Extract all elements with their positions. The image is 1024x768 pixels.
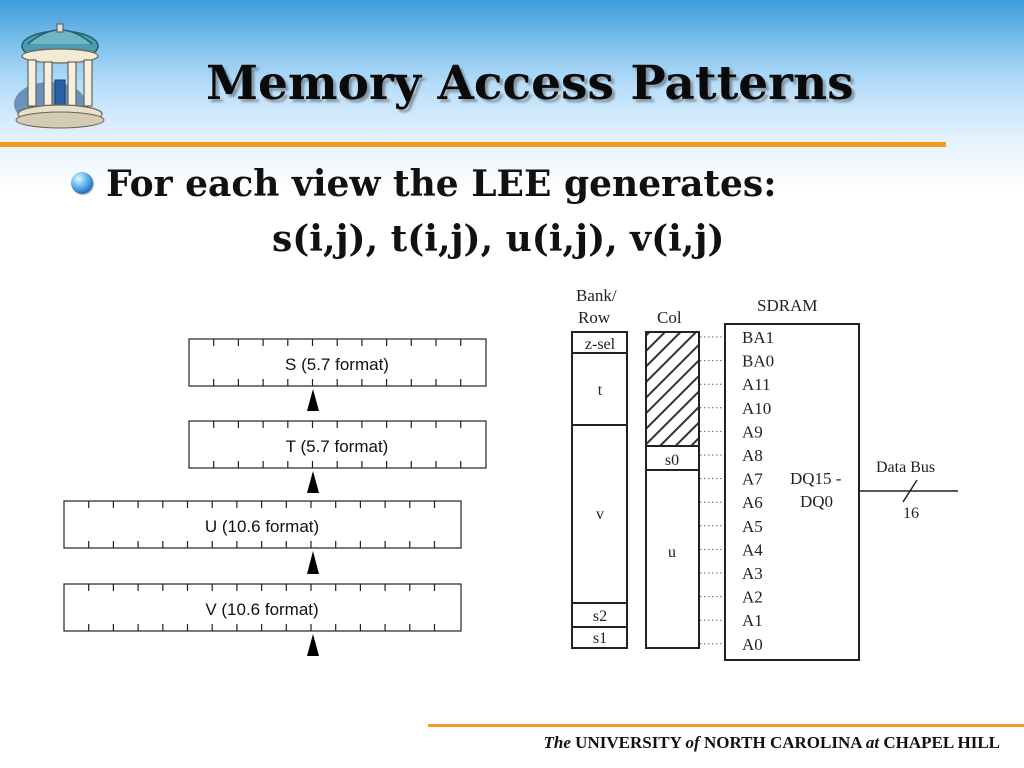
field-t: t — [598, 382, 603, 399]
field-v: v — [596, 506, 604, 523]
register-ticks — [88, 339, 462, 631]
arrow-t-to-s — [307, 389, 319, 411]
address-pin-a2: A2 — [742, 588, 763, 607]
data-bus-width: 16 — [903, 505, 919, 522]
address-pin-ba1: BA1 — [742, 328, 774, 347]
footer-at: at — [865, 733, 880, 752]
address-pin-a10: A10 — [742, 399, 771, 418]
register-u-box — [63, 500, 462, 549]
address-pin-ba0: BA0 — [742, 352, 774, 371]
field-s2: s2 — [593, 608, 607, 625]
address-connectors — [700, 336, 725, 645]
col-column — [645, 331, 700, 649]
register-stack — [63, 338, 487, 632]
register-t-label: T (5.7 format) — [286, 437, 389, 456]
footer-ch: CHAPEL HILL — [883, 733, 1000, 752]
bullet-text: For each view the LEE generates: — [106, 163, 777, 205]
address-pin-a11: A11 — [742, 375, 771, 394]
address-pin-a7: A7 — [742, 470, 763, 489]
hatched-unused-region — [646, 332, 699, 446]
footer-nc: NORTH CAROLINA — [703, 733, 862, 752]
address-pin-a6: A6 — [742, 493, 763, 512]
address-pin-a1: A1 — [742, 611, 763, 630]
slide-title: Memory Access Patterns — [206, 56, 854, 111]
col-header: Col — [657, 308, 682, 327]
data-bus-width-slash — [902, 479, 918, 503]
old-well-logo — [14, 23, 105, 129]
header-gradient — [0, 0, 1024, 240]
arrow-v-to-u — [307, 551, 319, 574]
data-pins-line1: DQ15 - — [790, 469, 842, 488]
flow-arrows — [307, 389, 319, 656]
bank-row-column — [571, 331, 628, 649]
sdram-header: SDRAM — [757, 296, 817, 315]
field-u: u — [668, 544, 676, 561]
address-pin-a4: A4 — [742, 540, 763, 559]
data-bus-label: Data Bus — [876, 459, 935, 476]
arrow-in-to-v — [307, 634, 319, 656]
footer-of: of — [685, 733, 700, 752]
bullet-subtext: s(i,j), t(i,j), u(i,j), v(i,j) — [272, 218, 725, 260]
register-v-label: V (10.6 format) — [205, 600, 318, 619]
address-pin-a9: A9 — [742, 422, 763, 441]
register-s-label: S (5.7 format) — [285, 355, 389, 374]
footer-university: UNIVERSITY — [575, 733, 682, 752]
footer: The UNIVERSITY of NORTH CAROLINA at CHAP… — [544, 733, 1000, 753]
footer-the: The — [543, 733, 571, 752]
footer-rule — [428, 724, 1024, 727]
address-pin-a8: A8 — [742, 446, 763, 465]
title-underline — [0, 142, 946, 147]
address-pin-a5: A5 — [742, 517, 763, 536]
register-v-box — [63, 583, 462, 632]
address-pin-a0: A0 — [742, 635, 763, 654]
bank-row-header-line2: Row — [578, 308, 611, 327]
bank-row-header-line1: Bank/ — [576, 286, 617, 305]
arrow-u-to-t — [307, 471, 319, 493]
register-u-label: U (10.6 format) — [205, 517, 319, 536]
field-s0: s0 — [665, 452, 679, 469]
address-pin-a3: A3 — [742, 564, 763, 583]
sdram-chip — [724, 323, 860, 661]
field-z-sel: z-sel — [585, 336, 616, 353]
bullet-dot-icon — [71, 172, 93, 194]
data-pins-line2: DQ0 — [800, 492, 833, 511]
field-s1: s1 — [593, 630, 607, 647]
